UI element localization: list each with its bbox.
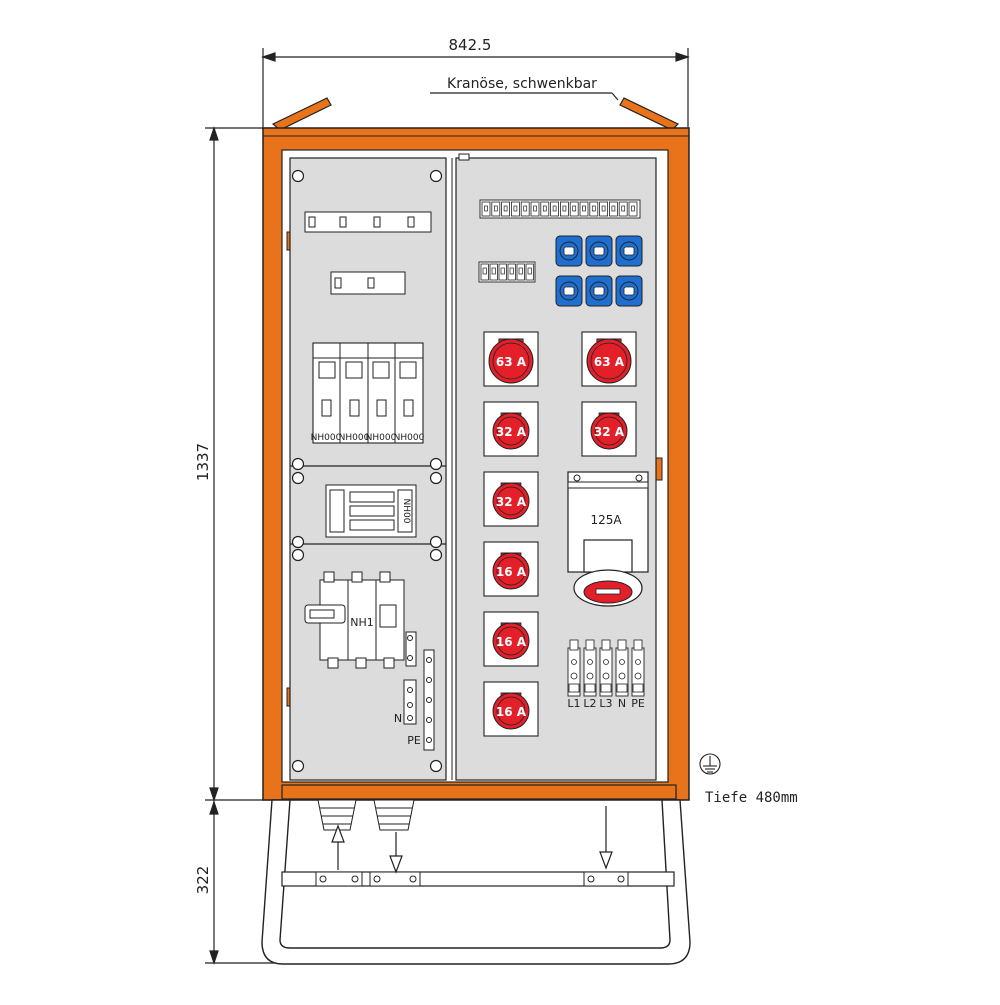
cee-socket-label: 32 A (594, 425, 625, 439)
cee-socket: 16 A (483, 681, 539, 737)
cee-socket-label: 32 A (496, 425, 527, 439)
mcb-module (480, 263, 489, 281)
mcb-module (609, 201, 618, 217)
schuko-socket (585, 235, 613, 267)
cee-socket: 32 A (483, 401, 539, 457)
cee-socket: 63 A (483, 331, 539, 387)
mcb-module (489, 263, 498, 281)
schuko-socket (585, 275, 613, 307)
n-pe-terminal-rails (403, 631, 435, 751)
mcb-module (501, 201, 511, 217)
schuko-socket (615, 275, 643, 307)
mcb-module (491, 201, 501, 217)
mcb-module (520, 201, 530, 217)
mcb-module (510, 201, 520, 217)
mcb-module (481, 201, 491, 217)
width-dimension-label: 842.5 (449, 36, 492, 54)
mcb-module (498, 263, 507, 281)
terminal: L3 (599, 639, 613, 710)
cee-socket-label: 16 A (496, 635, 527, 649)
mcb-row-right-top-modules (481, 201, 638, 217)
cee-socket-column-left: 63 A 32 A 32 A 16 A 16 A 16 A (483, 331, 539, 737)
cee-socket: 16 A (483, 611, 539, 667)
cee-socket-label: 16 A (496, 565, 527, 579)
terminal-label: L2 (583, 697, 596, 710)
terminal-label: N (618, 697, 626, 710)
cee-125a-label: 125A (590, 513, 622, 527)
left-compartment (289, 157, 447, 781)
nh-fuse-label-1: NH000 (311, 433, 342, 443)
mcb-module (550, 201, 559, 217)
base-clamps (315, 871, 629, 887)
mcb-module (530, 201, 540, 217)
mcb-module (507, 263, 516, 281)
dimension-width (261, 48, 690, 130)
nh-fuse-label-4: NH000 (394, 433, 425, 443)
cee-socket: 16 A (483, 541, 539, 597)
panel-screws-left (291, 169, 443, 773)
base-height-dimension-label: 322 (194, 866, 212, 895)
mcb-module (560, 201, 569, 217)
schuko-socket (555, 235, 583, 267)
nh-fuse-label-2: NH000 (339, 433, 370, 443)
crane-eye-left (271, 97, 332, 131)
cee-socket-label: 63 A (496, 355, 527, 369)
cee-socket: 63 A (581, 331, 637, 387)
ground-symbol-icon (699, 753, 721, 775)
nh00-switch-label: NH00 (401, 499, 411, 524)
schuko-socket (555, 275, 583, 307)
crane-eye-leader (430, 92, 619, 101)
schuko-socket (615, 235, 643, 267)
schuko-socket-grid (555, 235, 643, 307)
mcb-module (618, 201, 628, 217)
cee-socket-label: 63 A (594, 355, 625, 369)
mcb-module (516, 263, 525, 281)
arrow-down-icon (599, 806, 613, 870)
cee-socket: 32 A (483, 471, 539, 527)
terminal-label: PE (631, 697, 645, 710)
nh00-switch-disconnector (325, 484, 417, 538)
terminal: PE (631, 639, 645, 710)
terminal: N (615, 639, 629, 710)
pe-terminal-label: PE (407, 734, 421, 747)
cee-socket-label: 16 A (496, 705, 527, 719)
mcb-module (628, 201, 638, 217)
mcb-module (579, 201, 589, 217)
main-switch-nh1 (304, 571, 405, 669)
terminal-label: L1 (567, 697, 580, 710)
cee-socket: 32 A (581, 401, 637, 457)
terminal: L1 (567, 639, 581, 710)
mcb-row-left-top (304, 211, 432, 233)
main-switch-label: NH1 (350, 616, 374, 629)
cable-glands (317, 799, 415, 831)
mcb-row-left-second (330, 271, 406, 295)
crane-eye-right (619, 97, 680, 131)
depth-label: Tiefe 480mm (705, 790, 798, 806)
crane-eye-label: Kranöse, schwenkbar (447, 76, 597, 92)
nh-fuse-label-3: NH000 (366, 433, 397, 443)
mcb-module (525, 263, 534, 281)
cee-socket-125a (567, 471, 649, 607)
terminal-label: L3 (599, 697, 612, 710)
cee-socket-label: 32 A (496, 495, 527, 509)
mcb-module (599, 201, 608, 217)
mcb-row-right-second-modules (480, 263, 534, 281)
height-dimension-label: 1337 (194, 443, 212, 481)
mcb-module (569, 201, 579, 217)
n-terminal-label: N (394, 712, 402, 725)
mcb-module (589, 201, 599, 217)
terminal: L2 (583, 639, 597, 710)
arrow-up-icon (331, 824, 345, 870)
arrow-down-icon (389, 832, 403, 874)
cee-socket-column-right: 63 A 32 A (581, 331, 637, 457)
mcb-module (540, 201, 550, 217)
nh-fuse-bases: NH000 NH000 NH000 NH000 (311, 342, 425, 444)
